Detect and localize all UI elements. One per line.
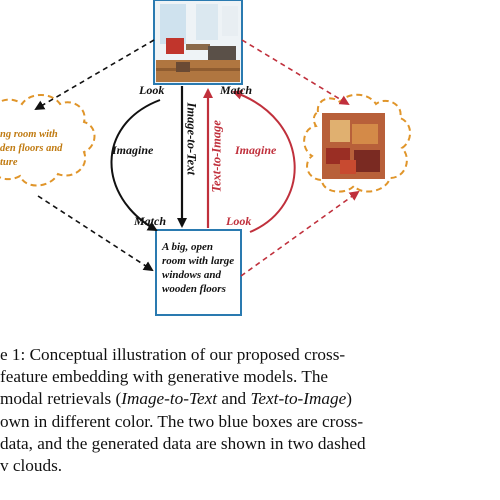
cloud-text-line: den floors and — [0, 142, 62, 156]
imagine-right-label: Imagine — [235, 143, 276, 158]
imagine-right-curve — [234, 92, 295, 232]
text-box-line: wooden floors — [162, 282, 234, 296]
caption-line: e 1: Conceptual illustration of our prop… — [0, 344, 500, 366]
text-to-image-label: Text-to-Image — [210, 103, 225, 193]
text-box-line: room with large — [162, 254, 234, 268]
caption-line: own in different color. The two blue box… — [0, 411, 500, 433]
generated-image — [322, 113, 385, 179]
text-box-line: windows and — [162, 268, 234, 282]
match-bottom-label: Match — [134, 214, 166, 229]
text-box-line: A big, open — [162, 240, 234, 254]
figure: A big, open room with large windows and … — [0, 0, 500, 330]
caption-text: ) — [346, 389, 352, 408]
look-top-label: Look — [139, 83, 164, 98]
caption-text: and — [217, 389, 250, 408]
dashed-arrow-photo-to-right-cloud — [242, 40, 348, 104]
look-bottom-label: Look — [226, 214, 251, 229]
room-photo — [154, 0, 242, 84]
figure-diagram — [0, 0, 500, 330]
caption-line: v clouds. — [0, 455, 500, 477]
cloud-text-line: ng room with — [0, 128, 62, 142]
caption-line: data, and the generated data are shown i… — [0, 433, 500, 455]
caption-emphasis: Image-to-Text — [121, 389, 217, 408]
match-top-label: Match — [220, 83, 252, 98]
cloud-text-line: ture — [0, 156, 62, 170]
text-box: A big, open room with large windows and … — [162, 240, 234, 296]
caption-text: modal retrievals ( — [0, 389, 121, 408]
figure-caption: e 1: Conceptual illustration of our prop… — [0, 344, 500, 477]
caption-emphasis: Text-to-Image — [250, 389, 346, 408]
caption-line: modal retrievals (Image-to-Text and Text… — [0, 388, 500, 410]
dashed-arrow-text-to-right-cloud — [241, 192, 358, 276]
dashed-arrow-left-cloud-to-text — [38, 196, 152, 270]
dashed-arrow-photo-to-left-cloud — [36, 40, 154, 109]
caption-line: feature embedding with generative models… — [0, 366, 500, 388]
left-cloud-text: ng room with den floors and ture — [0, 128, 62, 170]
image-to-text-label: Image-to-Text — [184, 103, 199, 193]
imagine-left-curve — [111, 100, 160, 230]
imagine-left-label: Imagine — [112, 143, 153, 158]
